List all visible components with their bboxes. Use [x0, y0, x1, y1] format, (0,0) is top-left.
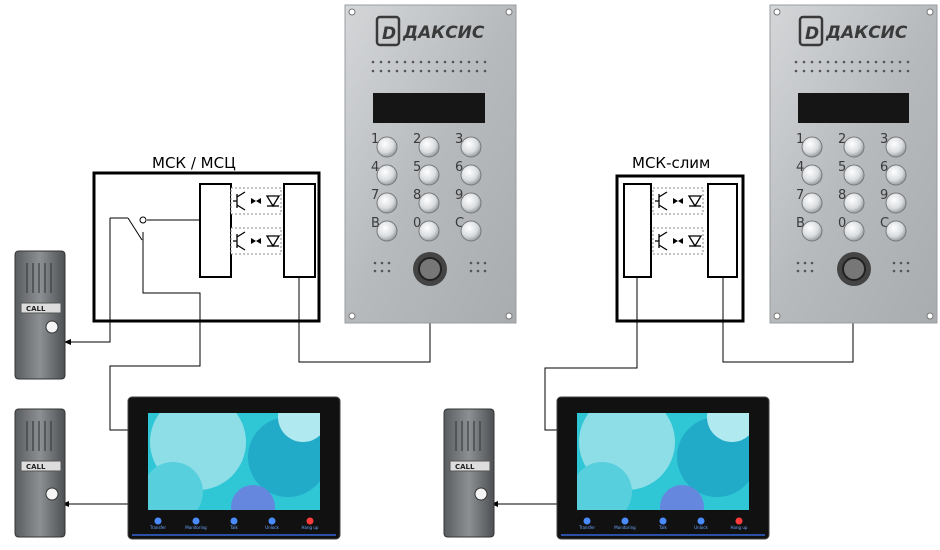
panel-brand-name: ДАКСИС: [825, 23, 908, 43]
keypad-label: 4: [796, 160, 804, 175]
msk-slim-module-label: МСК-слим: [632, 154, 710, 172]
keypad-key: [418, 192, 440, 214]
call-panel-right: CALL: [443, 408, 495, 538]
keypad-key: [843, 192, 865, 214]
monitor-button-icon: [154, 517, 162, 525]
keypad-key: [885, 136, 907, 158]
monitor-button-label: Monitoring: [185, 525, 207, 530]
keypad-label: 0: [413, 216, 421, 231]
keypad-label: 3: [880, 132, 888, 147]
call-panel-brand: CALL: [455, 463, 475, 471]
keypad-key: [801, 192, 823, 214]
panel-logo-letter: D: [805, 24, 819, 44]
monitor-button-label: Monitoring: [614, 525, 636, 530]
keypad-label: 8: [413, 188, 421, 203]
keypad-key: [418, 164, 440, 186]
keypad-label: C: [880, 216, 889, 231]
panel-brand-name: ДАКСИС: [402, 23, 485, 43]
keypad-label: 1: [371, 132, 379, 147]
monitor-button-icon: [697, 517, 705, 525]
keypad-key: [460, 192, 482, 214]
door-panel-left: D ДАКСИС 1 2 3 4 5 6 7 8 9B 0 C: [344, 4, 517, 324]
keypad-label: C: [455, 216, 464, 231]
keypad-key: [885, 192, 907, 214]
keypad-label: 4: [371, 160, 379, 175]
call-panel-brand: CALL: [26, 305, 46, 313]
panel-display: [373, 93, 485, 123]
keypad-label: 7: [371, 188, 379, 203]
monitor-button-label: Unlock: [694, 525, 708, 530]
monitor-button-icon: [583, 517, 591, 525]
monitor-button-label: Transfer: [578, 525, 595, 530]
keypad-key: [376, 164, 398, 186]
keypad-key: [460, 220, 482, 242]
msk-slim-module: [615, 174, 745, 323]
keypad-key: [376, 136, 398, 158]
panel-logo-letter: D: [382, 24, 396, 44]
keypad-label: 6: [455, 160, 463, 175]
panel-display: [798, 93, 909, 123]
monitor-button-label: Talk: [229, 525, 238, 530]
call-panel-brand: CALL: [26, 463, 46, 471]
msk-module: [92, 171, 321, 323]
monitor-button-icon: [230, 517, 238, 525]
keypad-label: 5: [838, 160, 846, 175]
msk-module-label: МСК / МСЦ: [152, 154, 236, 172]
keypad-key: [843, 220, 865, 242]
keypad-label: 2: [413, 132, 421, 147]
keypad-key: [460, 136, 482, 158]
monitor-button-icon: [735, 517, 743, 525]
monitor-button-icon: [306, 517, 314, 525]
keypad-label: 7: [796, 188, 804, 203]
monitor-left: Transfer Monitoring Talk Unlock Hang up: [127, 396, 341, 540]
keypad-key: [418, 220, 440, 242]
call-panel-top-left: CALL: [14, 250, 66, 380]
keypad-label: 1: [796, 132, 804, 147]
keypad-key: [376, 192, 398, 214]
door-panel-right: D ДАКСИС 1 2 3 4 5 6 7 8 9B 0 C: [769, 4, 938, 324]
keypad-key: [843, 164, 865, 186]
keypad-key: [801, 164, 823, 186]
keypad-label: B: [371, 216, 380, 231]
monitor-button-label: Hang up: [302, 525, 319, 530]
keypad-label: B: [796, 216, 805, 231]
monitor-button-icon: [268, 517, 276, 525]
monitor-button-label: Hang up: [731, 525, 748, 530]
keypad-label: 3: [455, 132, 463, 147]
monitor-button-label: Transfer: [149, 525, 166, 530]
monitor-button-label: Talk: [658, 525, 667, 530]
keypad-label: 5: [413, 160, 421, 175]
keypad-label: 9: [455, 188, 463, 203]
keypad-key: [376, 220, 398, 242]
keypad-label: 8: [838, 188, 846, 203]
monitor-button-label: Unlock: [265, 525, 279, 530]
keypad-key: [885, 164, 907, 186]
monitor-button-icon: [192, 517, 200, 525]
keypad-label: 6: [880, 160, 888, 175]
keypad-label: 9: [880, 188, 888, 203]
keypad-key: [801, 220, 823, 242]
monitor-button-icon: [659, 517, 667, 525]
call-panel-bottom-left: CALL: [14, 408, 66, 538]
keypad-key: [801, 136, 823, 158]
keypad-key: [418, 136, 440, 158]
keypad-key: [885, 220, 907, 242]
keypad-label: 0: [838, 216, 846, 231]
keypad-key: [843, 136, 865, 158]
monitor-button-icon: [621, 517, 629, 525]
keypad-key: [460, 164, 482, 186]
keypad-label: 2: [838, 132, 846, 147]
monitor-right: Transfer Monitoring Talk Unlock Hang up: [556, 396, 770, 540]
